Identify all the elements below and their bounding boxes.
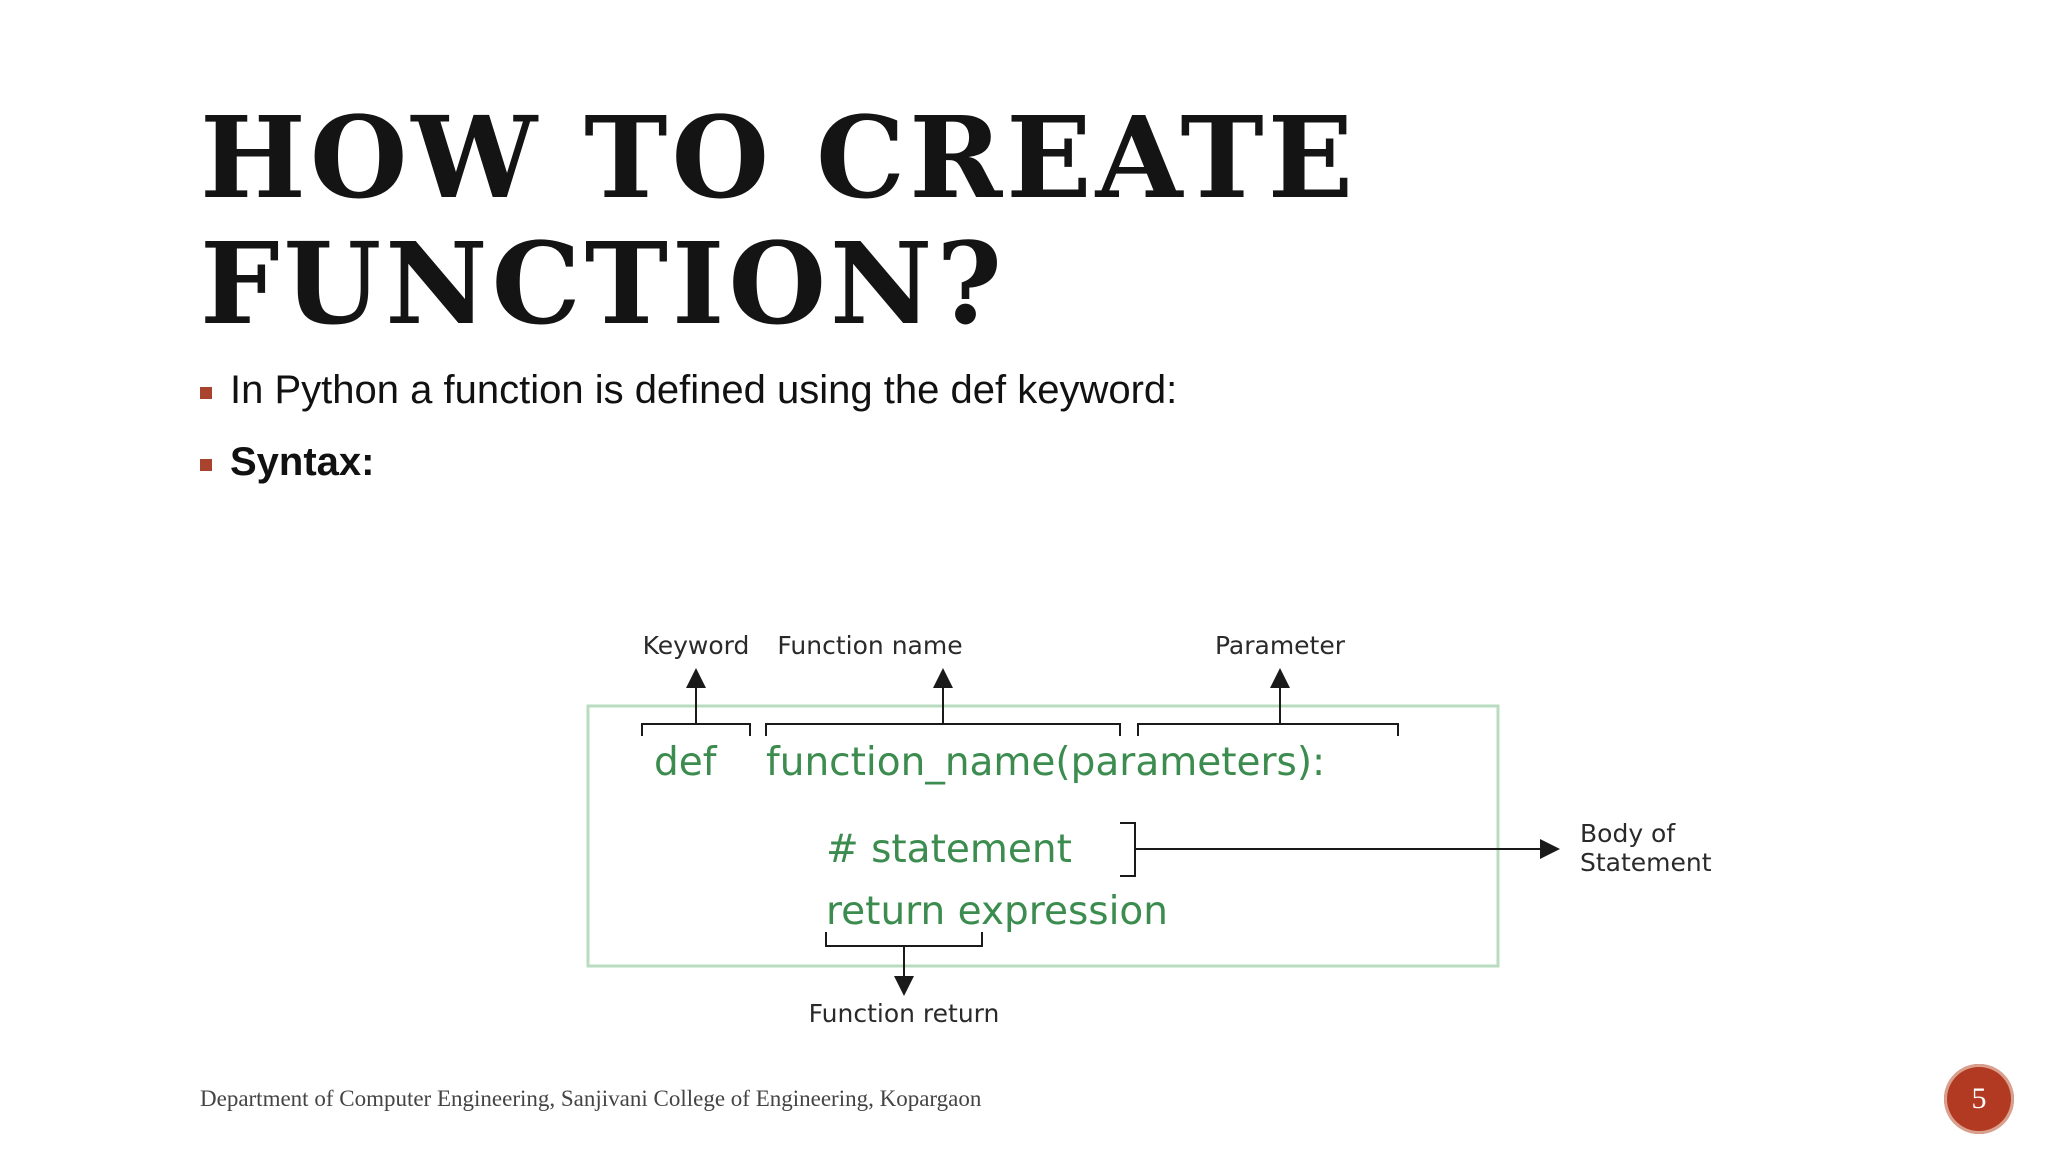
function-name-bracket [765,723,1121,736]
code-statement: # statement [826,827,1072,872]
bullet-item: In Python a function is defined using th… [200,362,1177,434]
bullet-list: In Python a function is defined using th… [200,362,1177,506]
bullet-text: In Python a function is defined using th… [230,368,1178,412]
body-label-line-2: Statement [1580,848,1712,877]
code-box [586,704,1500,968]
bullet-item: Syntax: [200,434,1177,506]
slide-footer: Department of Computer Engineering, Sanj… [200,1086,982,1111]
parameter-label: Parameter [1215,631,1346,660]
code-def: def [654,740,718,785]
square-bullet-icon [200,459,212,471]
body-bracket [1120,822,1136,877]
function-name-label: Function name [777,631,962,660]
slide-title: HOW TO CREATE FUNCTION? [200,96,1500,348]
code-return: return expression [826,889,1168,934]
square-bullet-icon [200,387,212,399]
page-number-badge: 5 [1944,1064,2014,1134]
keyword-label: Keyword [643,631,750,660]
code-signature: function_name(parameters): [766,740,1325,785]
keyword-bracket [641,723,751,736]
parameter-bracket [1137,723,1399,736]
title-line-1: HOW TO CREATE [200,93,1358,224]
body-label-line-1: Body of [1580,819,1676,848]
function-return-label: Function return [809,999,1000,1028]
return-bracket [825,932,983,947]
syntax-diagram-svg: Keyword Function name Parameter def func… [586,631,1712,1028]
title-line-2: FUNCTION? [200,219,1006,350]
bullet-text: Syntax: [230,440,375,484]
function-syntax-diagram: Keyword Function name Parameter def func… [580,620,1780,1040]
